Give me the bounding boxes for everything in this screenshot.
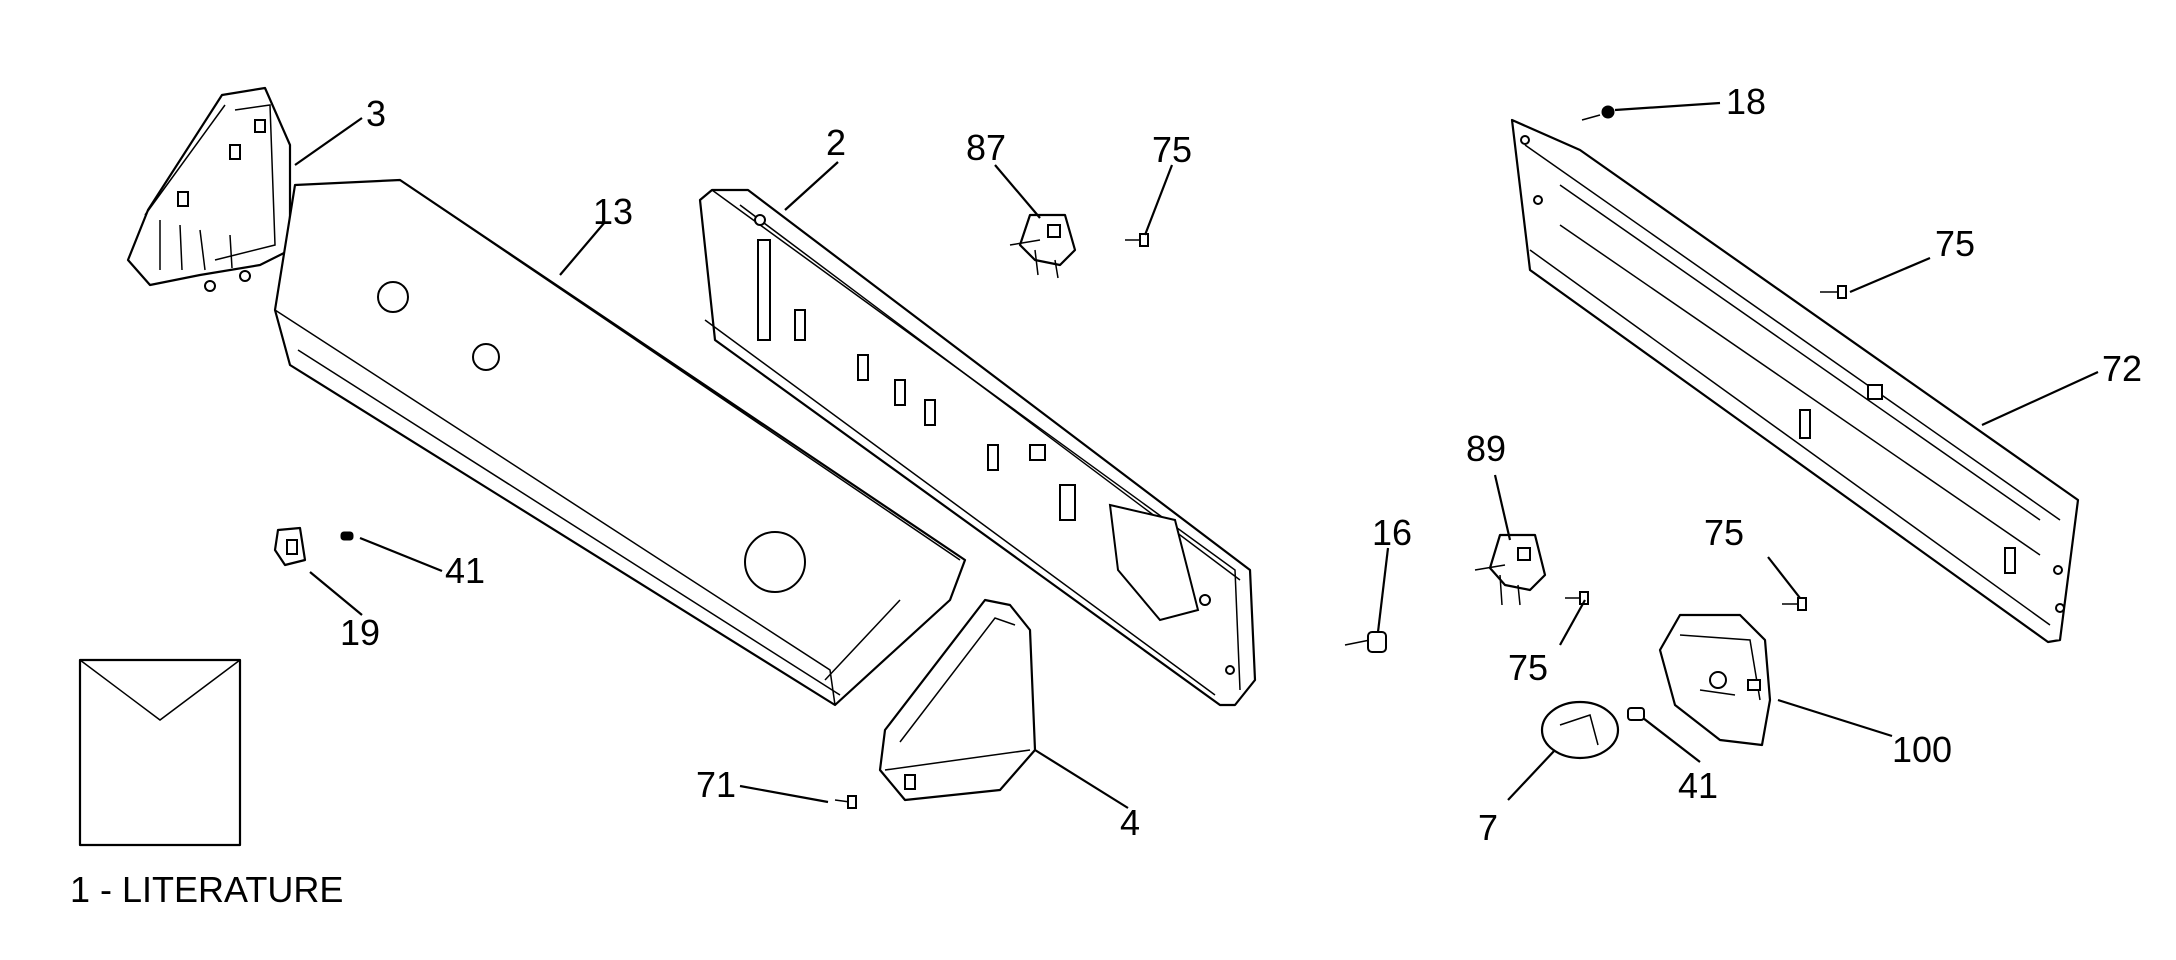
part-41-spring-right: [1627, 707, 1645, 721]
callout-75-b: 75: [1935, 223, 1975, 264]
callout-18: 18: [1726, 81, 1766, 122]
callout-41-b: 41: [1678, 765, 1718, 806]
callout-75-c: 75: [1508, 647, 1548, 688]
callout-72: 72: [2102, 348, 2142, 389]
part-13-front-panel: [273, 178, 967, 707]
callout-19: 19: [340, 612, 380, 653]
part-41-clip-left: [340, 531, 354, 541]
callout-16: 16: [1372, 512, 1412, 553]
part-7-knob: [1540, 700, 1620, 760]
part-89-switch: [1474, 533, 1547, 606]
part-16-shaft: [1344, 631, 1387, 653]
callout-71: 71: [696, 764, 736, 805]
part-2-control-bracket: [698, 188, 1257, 707]
callout-75-d: 75: [1704, 512, 1744, 553]
part-100-timer: [1658, 613, 1772, 747]
callout-100: 100: [1892, 729, 1952, 770]
callout-13: 13: [593, 191, 633, 232]
literature-label: 1 - LITERATURE: [70, 869, 343, 910]
part-87-switch: [1009, 213, 1077, 279]
callout-2: 2: [826, 122, 846, 163]
callout-87: 87: [966, 127, 1006, 168]
callout-41-a: 41: [445, 550, 485, 591]
callout-75-a: 75: [1152, 129, 1192, 170]
callout-3: 3: [366, 93, 386, 134]
callout-89: 89: [1466, 428, 1506, 469]
literature-envelope: [78, 658, 242, 847]
part-75-screw-d: [1782, 597, 1807, 611]
part-18-screw: [1581, 105, 1615, 121]
part-75-screw-b: [1820, 285, 1847, 299]
leader-lines: [294, 101, 2099, 809]
part-72-rear-panel: [1510, 118, 2080, 644]
part-75-screw-a: [1125, 233, 1149, 247]
callout-7: 7: [1478, 807, 1498, 848]
part-71-screw: [834, 795, 857, 809]
part-19-knob: [273, 526, 307, 567]
part-4-right-end-cap: [878, 598, 1037, 802]
callout-4: 4: [1120, 802, 1140, 843]
part-3-left-end-cap: [126, 86, 292, 292]
